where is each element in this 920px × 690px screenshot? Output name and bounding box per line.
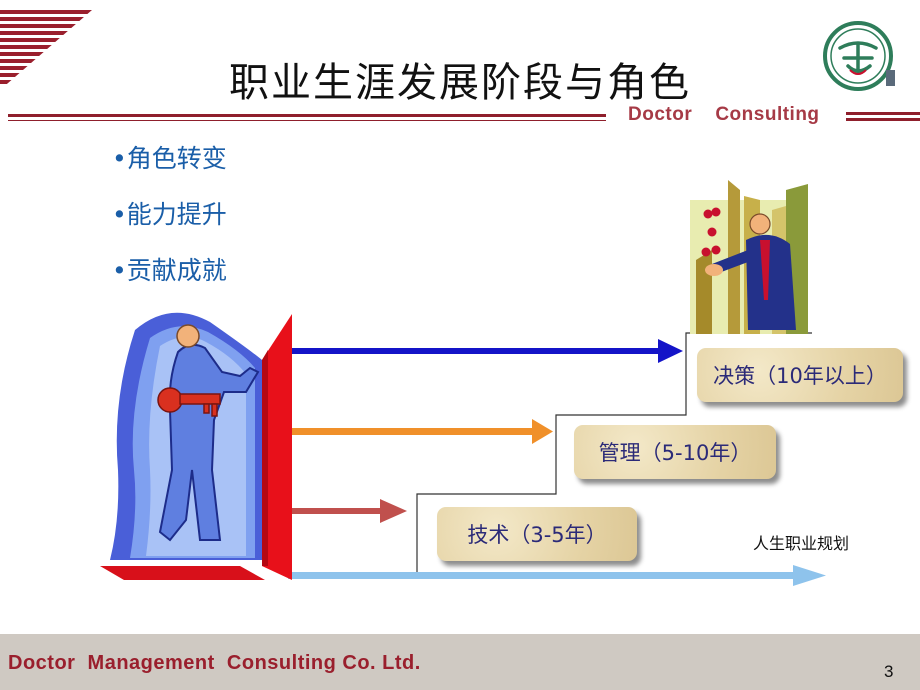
bullet-list: •角色转变 •能力提升 •贡献成就: [112, 142, 227, 310]
stage-label: 决策（10年以上）: [713, 364, 887, 388]
corner-stripes-icon: [0, 10, 92, 90]
stage-box-decision: 决策（10年以上）: [697, 348, 903, 402]
stage-label: 技术（3-5年）: [467, 523, 607, 547]
staircase-outline: [416, 332, 812, 572]
footer-bar: [0, 634, 920, 690]
header-rule-thin: [8, 120, 606, 121]
juggler-businessman-clipart: [690, 180, 808, 334]
arrow-blue: [288, 339, 683, 363]
career-diagram: [100, 180, 826, 586]
brand-label: Doctor Consulting: [622, 104, 826, 126]
header-rule-right-2: [846, 118, 920, 121]
stage-box-management: 管理（5-10年）: [574, 425, 776, 479]
career-plan-label: 人生职业规划: [753, 534, 850, 553]
bullet-item: •贡献成就: [112, 256, 227, 285]
stage-label: 管理（5-10年）: [598, 441, 752, 465]
header-rule-right: [846, 112, 920, 115]
arrow-orange: [288, 419, 553, 444]
bullet-item: •角色转变: [112, 144, 227, 173]
slide-title: 职业生涯发展阶段与角色: [229, 60, 691, 106]
red-door: [262, 314, 292, 580]
page-number: 3: [884, 662, 894, 681]
arrow-lightblue: [288, 565, 826, 586]
footer-company-name: Doctor Management Consulting Co. Ltd.: [8, 652, 421, 674]
arrow-red: [290, 499, 407, 523]
bullet-item: •能力提升: [112, 200, 227, 229]
logo-seal-icon: [823, 21, 895, 91]
stage-box-technical: 技术（3-5年）: [437, 507, 637, 561]
header-rule: [8, 114, 606, 117]
businessman-key-clipart: [100, 312, 265, 580]
